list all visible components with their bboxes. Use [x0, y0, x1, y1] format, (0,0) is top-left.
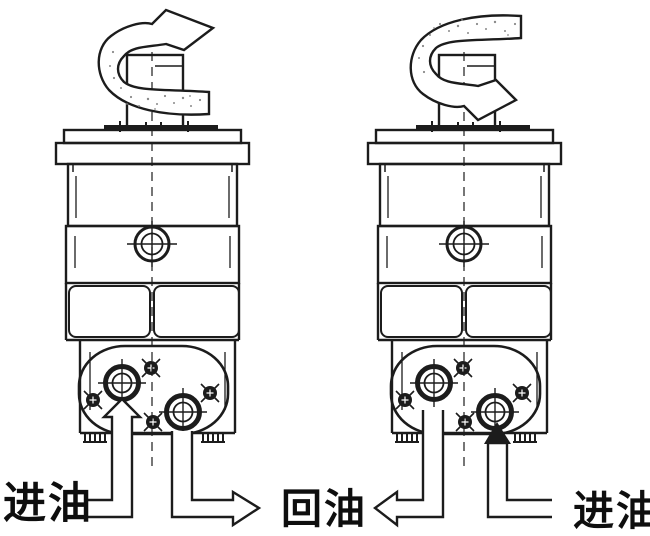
left-motor: [56, 52, 249, 470]
oil-inlet-arrowhead-right-motor: [484, 422, 511, 444]
stipple-dots: [109, 50, 202, 110]
label-oil-return: 回油: [281, 485, 367, 533]
label-oil-inlet-right: 进油: [573, 487, 650, 535]
rotation-arrow-cw-icon: [97, 8, 216, 116]
right-motor: [368, 52, 561, 470]
oil-inlet-tube-right-motor: [486, 441, 552, 519]
oil-return-arrow-right-motor: [372, 410, 445, 528]
oil-inlet-arrow-left-motor: [88, 397, 143, 519]
oil-return-arrow-left-motor: [170, 431, 262, 528]
label-oil-inlet-left: 进油: [3, 479, 93, 529]
rotation-arrow-ccw-icon: [409, 14, 523, 122]
stipple-dots: [418, 19, 517, 74]
